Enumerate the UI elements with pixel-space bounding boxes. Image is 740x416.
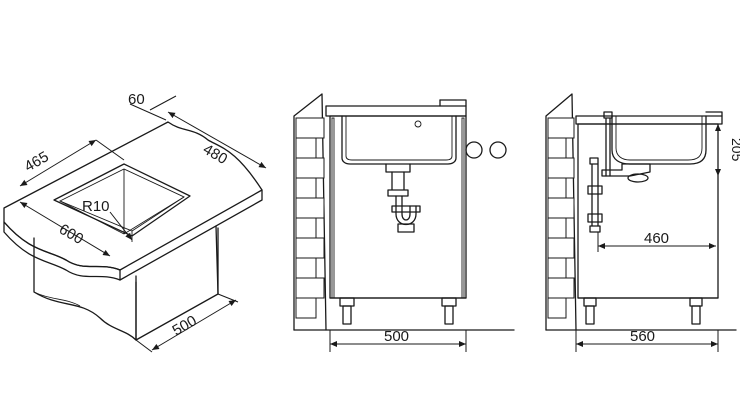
dim-lip-ext (129, 103, 167, 121)
sink-bowl-side (611, 115, 707, 165)
cabinet-cut-line (33, 291, 81, 307)
dim-cabinet-depth-ext2 (217, 293, 239, 303)
dim-depth-inner-label: 465 (22, 148, 52, 175)
dim-radius-label: R10 (82, 198, 110, 215)
drain-basket (385, 163, 411, 173)
dim-front-label: 600 (56, 221, 86, 248)
cabinet-front (329, 115, 467, 299)
dim-depth-inner-ext (95, 139, 125, 161)
dim-cabinet-depth-label: 500 (170, 312, 200, 339)
cabinet-legs-side (583, 297, 703, 325)
countertop-side (575, 115, 723, 125)
brick-wall-side (545, 93, 577, 331)
dim-height-label: 205 (729, 138, 740, 162)
brick-wall-front (293, 93, 327, 331)
dim-cabinet-depth-ext1 (135, 339, 153, 353)
dim-cabinet-depth-side-label: 560 (630, 328, 655, 345)
sink-bowl-front (341, 115, 457, 165)
sink-inner-wall (59, 169, 185, 235)
countertop-top-outline (3, 121, 263, 271)
dim-cabinet-depth-line (151, 299, 237, 351)
side-view: 460 205 560 (545, 93, 740, 352)
overflow-pipe (603, 111, 613, 177)
drain-fitting-side (601, 163, 651, 177)
front-view: 500 (293, 93, 515, 352)
dim-front-line (19, 201, 111, 257)
dim-depth-inner-line (19, 139, 97, 187)
dim-lip-label: 60 (128, 91, 145, 108)
cabinet-side (577, 123, 719, 299)
dim-lip-line (149, 95, 177, 111)
isometric-view: 60 480 465 R10 600 500 (3, 91, 267, 353)
siphon-trap (395, 195, 417, 226)
countertop-front (325, 105, 467, 117)
overflow-hole (414, 120, 422, 128)
dim-drain-offset-label: 460 (644, 230, 669, 247)
wall-pipe-2 (489, 141, 507, 159)
wall-pipe-1 (465, 141, 483, 159)
siphon-pipe (387, 171, 409, 197)
siphon-side (587, 157, 603, 227)
countertop-right-edge (119, 189, 263, 281)
dim-radius-leader (109, 211, 133, 241)
cabinet-legs-front (339, 297, 457, 325)
countertop-backsplash (439, 99, 467, 107)
dim-cabinet-width-label: 500 (384, 328, 409, 345)
sink-opening-inner (58, 168, 185, 232)
sink-opening-rim (53, 163, 191, 237)
dim-width-outer-line (167, 111, 267, 169)
cabinet-left-side (33, 237, 137, 341)
cabinet-back-edge (215, 225, 219, 295)
